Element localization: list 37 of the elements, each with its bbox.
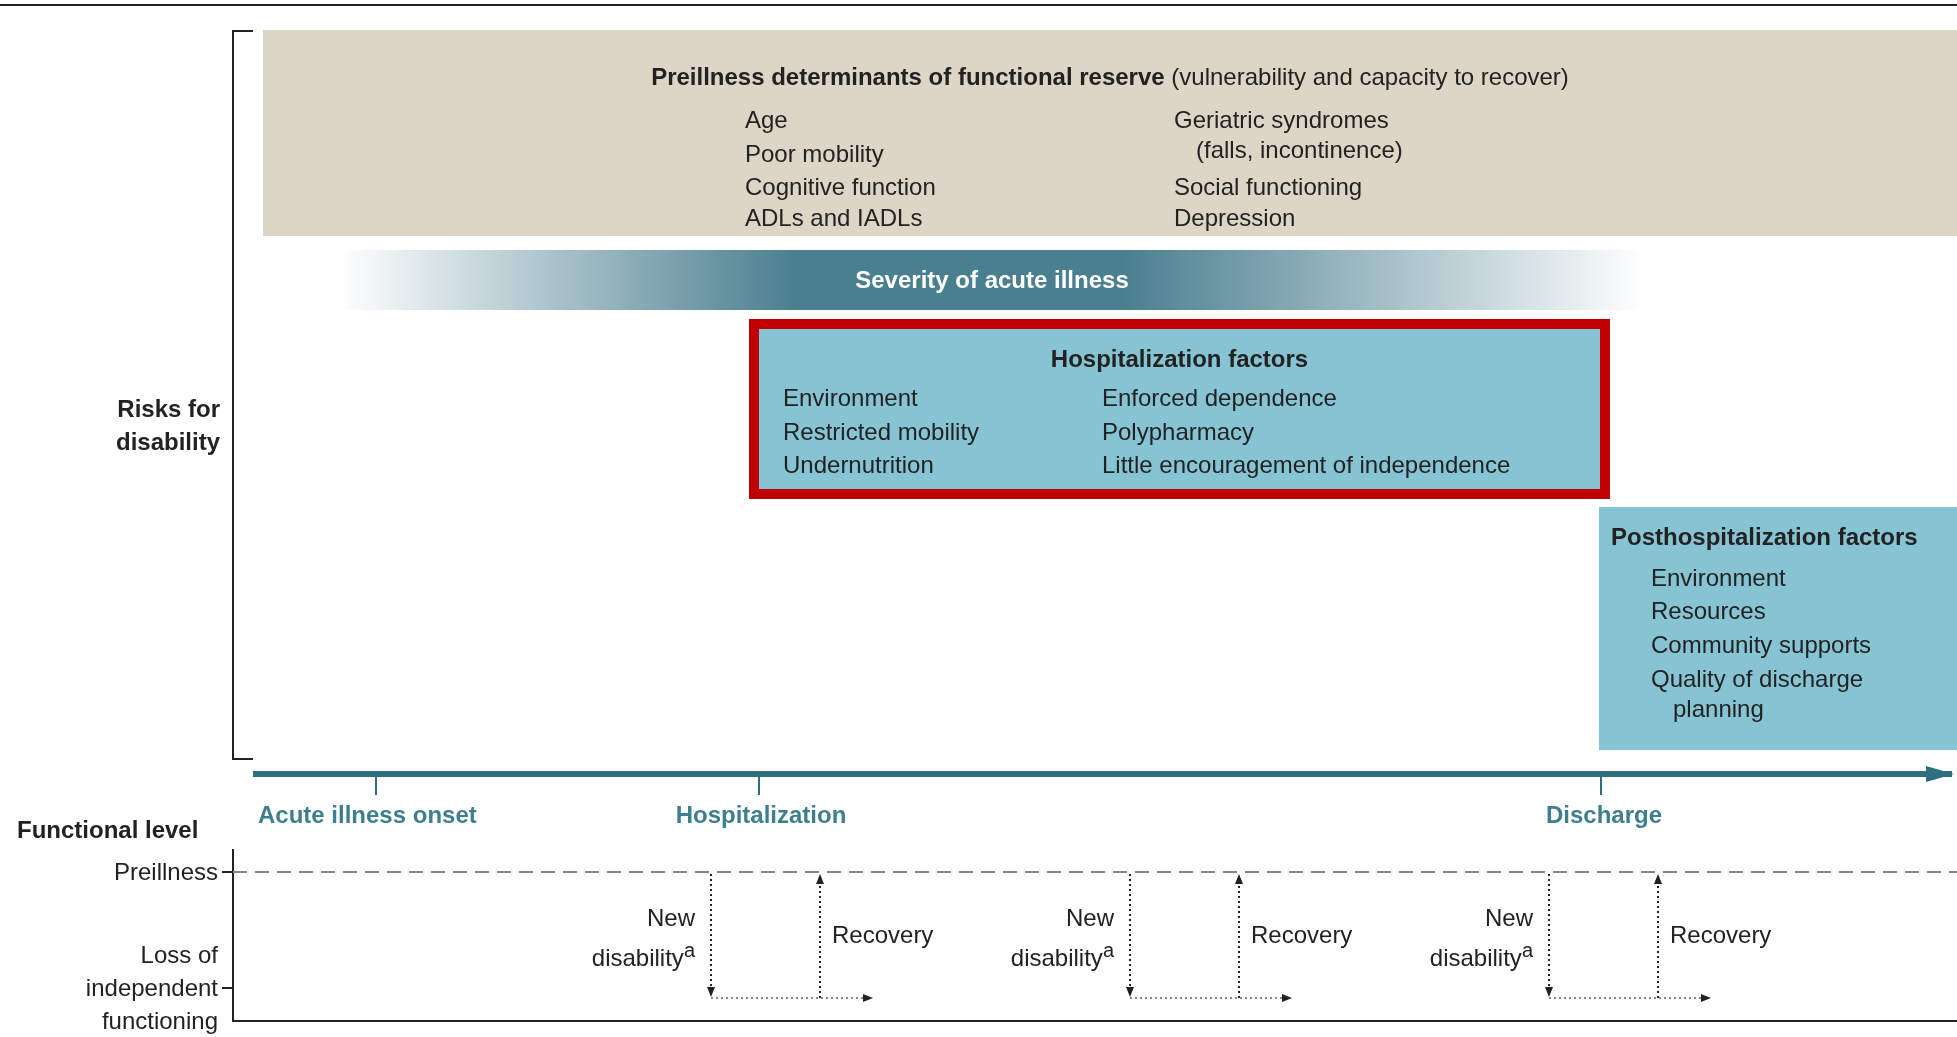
list-item: Environment	[1651, 563, 1786, 593]
arrow-label: New disability$^{a}$	[1009, 903, 1114, 973]
panel-heading: Posthospitalization factors	[1611, 522, 1918, 552]
axis-label: Preillness	[112, 857, 218, 887]
panel-heading: Hospitalization factors	[1049, 344, 1310, 374]
arrow-label: Recovery	[832, 920, 934, 950]
determinants-panel	[263, 30, 1957, 236]
arrow-label: New disability$^{a}$	[1428, 903, 1533, 973]
list-item: Social functioning	[1174, 172, 1363, 202]
factors-box	[1599, 507, 1957, 750]
axis-label: Loss of independent functioning	[84, 940, 218, 1036]
factors-box	[749, 319, 1610, 499]
arrow-label: New disability$^{a}$	[590, 903, 695, 973]
arrow-label: Recovery	[1251, 920, 1353, 950]
tick-label: Hospitalization	[674, 800, 848, 830]
list-item: Age	[745, 105, 788, 135]
panel-heading: Severity of acute illness	[854, 265, 1130, 295]
axis-label: Risks for disability	[114, 394, 220, 457]
tick-label: Acute illness onset	[258, 800, 477, 830]
tick-label: Discharge	[1544, 800, 1664, 830]
list-item: Polypharmacy	[1102, 417, 1255, 447]
list-item: Restricted mobility	[783, 417, 980, 447]
list-item: ADLs and IADLs	[745, 203, 923, 233]
list-item: Undernutrition	[783, 450, 934, 480]
list-item: Resources	[1651, 596, 1766, 626]
list-item: Community supports	[1651, 630, 1872, 660]
list-item: Poor mobility	[745, 139, 884, 169]
list-item: Environment	[783, 383, 918, 413]
list-item: Quality of discharge planning	[1651, 664, 1865, 724]
arrow-label: Recovery	[1670, 920, 1772, 950]
list-item: Enforced dependence	[1102, 383, 1337, 413]
panel-heading: Preillness determinants of functional reserve (vulnerability and capacity to recover)	[650, 62, 1570, 92]
list-item: Geriatric syndromes (falls, incontinence)	[1174, 105, 1404, 165]
list-item: Little encouragement of independence	[1102, 450, 1511, 480]
axis-label: Functional level	[17, 815, 199, 845]
list-item: Cognitive function	[745, 172, 936, 202]
list-item: Depression	[1174, 203, 1296, 233]
